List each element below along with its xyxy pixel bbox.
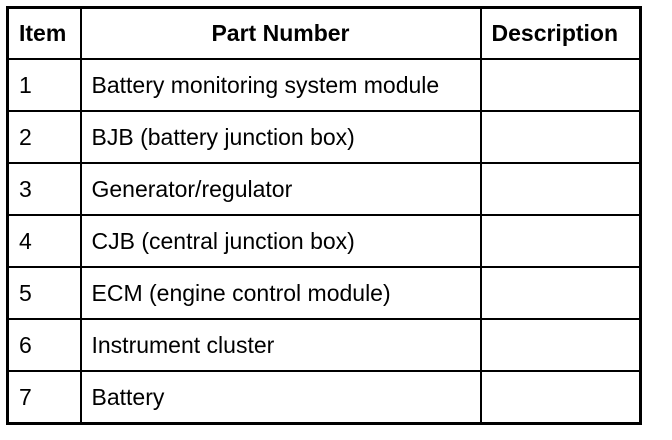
cell-description (479, 58, 642, 112)
table-row: 3 Generator/regulator (6, 162, 642, 216)
cell-description (479, 266, 642, 320)
table-row: 6 Instrument cluster (6, 318, 642, 372)
cell-part-number: Battery (79, 370, 482, 425)
cell-item: 7 (6, 370, 82, 425)
cell-description (479, 370, 642, 425)
table-row: 4 CJB (central junction box) (6, 214, 642, 268)
cell-description (479, 214, 642, 268)
table-row: 2 BJB (battery junction box) (6, 110, 642, 164)
cell-part-number: BJB (battery junction box) (79, 110, 482, 164)
header-item: Item (6, 6, 82, 60)
cell-description (479, 318, 642, 372)
cell-part-number: CJB (central junction box) (79, 214, 482, 268)
cell-description (479, 162, 642, 216)
header-row: Item Part Number Description (6, 6, 642, 60)
cell-description (479, 110, 642, 164)
cell-part-number: Instrument cluster (79, 318, 482, 372)
parts-table: Item Part Number Description 1 Battery m… (6, 6, 642, 425)
cell-item: 6 (6, 318, 82, 372)
table-row: 1 Battery monitoring system module (6, 58, 642, 112)
cell-item: 2 (6, 110, 82, 164)
cell-item: 1 (6, 58, 82, 112)
cell-item: 4 (6, 214, 82, 268)
table-row: 5 ECM (engine control module) (6, 266, 642, 320)
header-description: Description (479, 6, 642, 60)
cell-part-number: ECM (engine control module) (79, 266, 482, 320)
cell-item: 5 (6, 266, 82, 320)
cell-part-number: Generator/regulator (79, 162, 482, 216)
cell-item: 3 (6, 162, 82, 216)
header-part-number: Part Number (79, 6, 482, 60)
table-row: 7 Battery (6, 370, 642, 425)
cell-part-number: Battery monitoring system module (79, 58, 482, 112)
